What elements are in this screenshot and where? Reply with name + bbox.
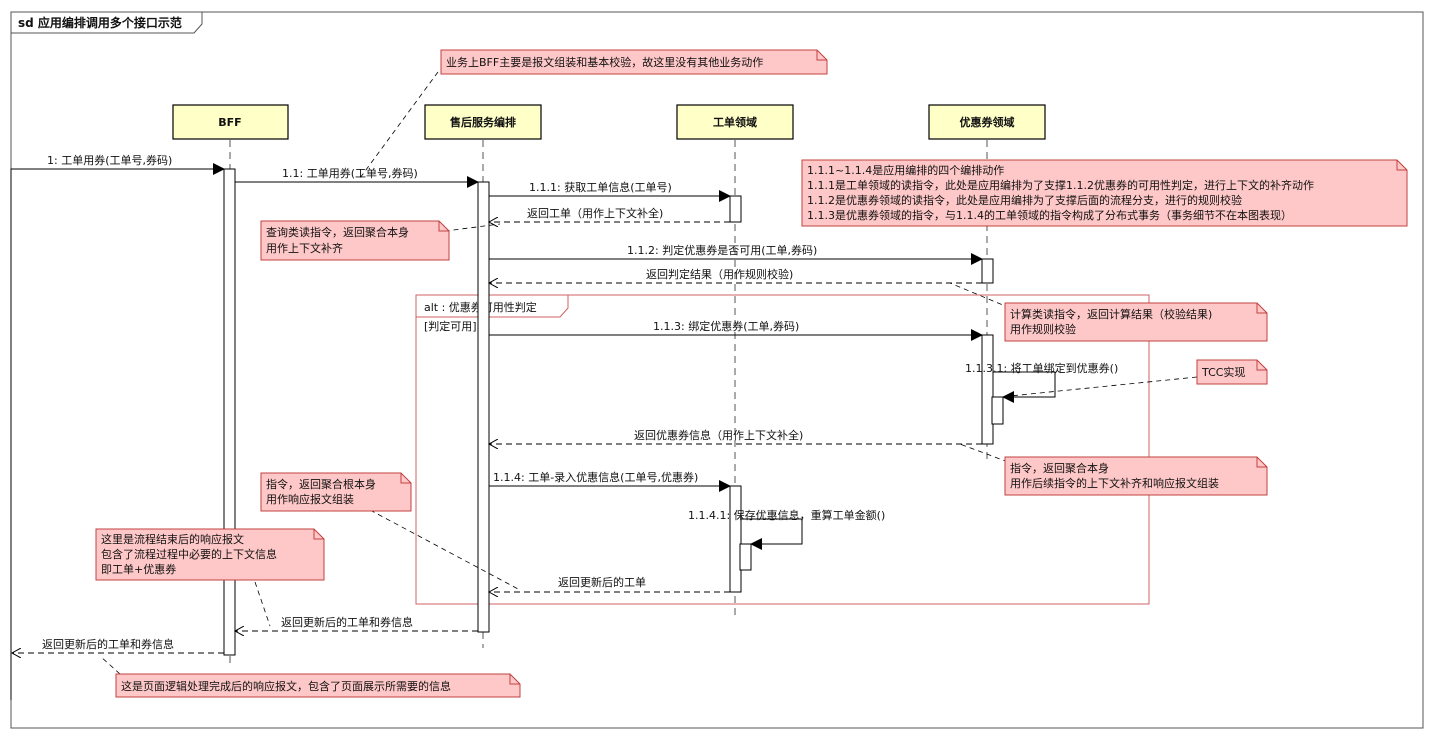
- message-1-1-3: 1.1.3: 绑定优惠券(工单,券码): [489, 319, 983, 341]
- lifeline-orchestration[interactable]: 售后服务编排: [424, 104, 542, 140]
- activation-orchestration: [477, 181, 490, 633]
- activation-coupon-3: [991, 396, 1004, 425]
- note-coupon-command: 指令，返回聚合本身 用作后续指令的上下文补齐和响应报文组装: [1004, 456, 1268, 496]
- return-1-1: 返回更新后的工单和券信息: [235, 615, 478, 631]
- note-final-response: 这里是流程结束后的响应报文 包含了流程过程中必要的上下文信息 即工单+优惠券: [95, 528, 325, 581]
- lifeline-bff[interactable]: BFF: [172, 104, 289, 140]
- note-page-response-text: 这是页面逻辑处理完成后的响应报文，包含了页面展示所需要的信息: [121, 679, 451, 693]
- note-tcc-text: TCC实现: [1201, 365, 1245, 379]
- note-connectors: [99, 71, 1198, 675]
- note-orchestration-steps: 1.1.1~1.1.4是应用编排的四个编排动作 1.1.1是工单领域的读指令，此…: [801, 159, 1408, 227]
- note-page-response: 这是页面逻辑处理完成后的响应报文，包含了页面展示所需要的信息: [115, 673, 521, 698]
- activation-bff: [223, 168, 236, 656]
- message-1-1-4-1: 1.1.4.1: 保存优惠信息，重算工单金额(): [688, 508, 885, 550]
- activation-workorder-2: [729, 485, 742, 593]
- return-1-1-4-label: 返回更新后的工单: [558, 575, 646, 589]
- message-1-1-label: 1.1: 工单用券(工单号,券码): [282, 166, 418, 180]
- return-1-1-3-label: 返回优惠券信息（用作上下文补全): [634, 428, 803, 442]
- lifeline-coupon[interactable]: 优惠券领域: [928, 104, 1046, 140]
- lifeline-coupon-label: 优惠券领域: [960, 115, 1015, 129]
- message-1-1-4-1-label: 1.1.4.1: 保存优惠信息，重算工单金额(): [688, 508, 885, 522]
- note-coupon-command-line-2: 用作后续指令的上下文补齐和响应报文组装: [1010, 476, 1219, 490]
- message-1-1-1-label: 1.1.1: 获取工单信息(工单号): [529, 180, 672, 194]
- return-1-1-label: 返回更新后的工单和券信息: [281, 615, 413, 629]
- message-1-1-4-label: 1.1.4: 工单-录入优惠信息(工单号,优惠券): [493, 470, 698, 484]
- note-query-read-line-2: 用作上下文补齐: [266, 241, 343, 255]
- message-1-1-3-1: 1.1.3.1: 将工单绑定到优惠券(): [965, 361, 1118, 403]
- activation-coupon-2: [981, 334, 994, 445]
- return-1-1-1: 返回工单（用作上下文补全): [489, 206, 730, 222]
- note-tcc: TCC实现: [1196, 359, 1268, 385]
- note-final-response-line-2: 包含了流程过程中必要的上下文信息: [101, 547, 277, 561]
- note-calc-read-line-2: 用作规则校验: [1010, 322, 1076, 336]
- note-bff-role-text: 业务上BFF主要是报文组装和基本校验，故这里没有其他业务动作: [446, 55, 763, 69]
- activation-workorder-1: [729, 195, 742, 223]
- alt-fragment-guard: [判定可用]: [424, 319, 477, 333]
- note-orchestration-steps-line-3: 1.1.2是优惠券领域的读指令，此处是应用编排为了支撑后面的流程分支，进行的规则…: [807, 193, 1242, 207]
- note-query-read: 查询类读指令，返回聚合本身 用作上下文补齐: [260, 220, 450, 261]
- note-workorder-command: 指令，返回聚合根本身 用作响应报文组装: [260, 472, 412, 512]
- note-calc-read: 计算类读指令，返回计算结果（校验结果) 用作规则校验: [1004, 302, 1268, 342]
- return-1-1-2: 返回判定结果（用作规则校验): [489, 267, 982, 283]
- note-workorder-command-line-1: 指令，返回聚合根本身: [266, 477, 376, 491]
- note-bff-role: 业务上BFF主要是报文组装和基本校验，故这里没有其他业务动作: [440, 49, 828, 75]
- return-1-1-3: 返回优惠券信息（用作上下文补全): [489, 428, 982, 444]
- message-1-1-3-1-label: 1.1.3.1: 将工单绑定到优惠券(): [965, 361, 1118, 375]
- lifeline-workorder-label: 工单领域: [713, 115, 757, 129]
- note-query-read-line-1: 查询类读指令，返回聚合本身: [266, 225, 409, 239]
- lifeline-workorder[interactable]: 工单领域: [676, 104, 794, 140]
- return-1-1-4: 返回更新后的工单: [489, 575, 730, 592]
- note-coupon-command-line-1: 指令，返回聚合本身: [1010, 461, 1109, 475]
- message-1-label: 1: 工单用券(工单号,券码): [47, 153, 172, 167]
- return-1: 返回更新后的工单和券信息: [12, 637, 224, 653]
- return-1-1-2-label: 返回判定结果（用作规则校验): [646, 267, 793, 281]
- note-workorder-command-line-2: 用作响应报文组装: [266, 492, 354, 506]
- note-orchestration-steps-line-1: 1.1.1~1.1.4是应用编排的四个编排动作: [807, 163, 1004, 177]
- activation-workorder-3: [739, 543, 752, 571]
- message-1-1-3-label: 1.1.3: 绑定优惠券(工单,券码): [653, 319, 799, 333]
- note-orchestration-steps-line-4: 1.1.3是优惠券领域的指令，与1.1.4的工单领域的指令构成了分布式事务（事务…: [807, 208, 1292, 222]
- activation-bars: [223, 168, 1004, 656]
- lifeline-bff-label: BFF: [218, 116, 241, 129]
- note-final-response-line-1: 这里是流程结束后的响应报文: [101, 532, 244, 546]
- note-final-response-line-3: 即工单+优惠券: [101, 562, 176, 576]
- activation-coupon-1: [981, 258, 994, 284]
- lifeline-orchestration-label: 售后服务编排: [449, 115, 516, 129]
- message-1-1-2-label: 1.1.2: 判定优惠券是否可用(工单,券码): [627, 243, 817, 257]
- frame-title: sd 应用编排调用多个接口示范: [18, 15, 182, 30]
- note-orchestration-steps-line-2: 1.1.1是工单领域的读指令，此处是应用编排为了支撑1.1.2优惠券的可用性判定…: [807, 178, 1314, 192]
- return-1-label: 返回更新后的工单和券信息: [42, 637, 174, 651]
- message-1-1-4: 1.1.4: 工单-录入优惠信息(工单号,优惠券): [489, 470, 731, 492]
- message-1: 1: 工单用券(工单号,券码): [10, 153, 225, 700]
- message-1-1-1: 1.1.1: 获取工单信息(工单号): [489, 180, 731, 202]
- message-1-1-2: 1.1.2: 判定优惠券是否可用(工单,券码): [489, 243, 983, 265]
- return-1-1-1-label: 返回工单（用作上下文补全): [527, 206, 663, 220]
- note-calc-read-line-1: 计算类读指令，返回计算结果（校验结果): [1010, 307, 1212, 321]
- message-1-1: 1.1: 工单用券(工单号,券码): [235, 166, 479, 188]
